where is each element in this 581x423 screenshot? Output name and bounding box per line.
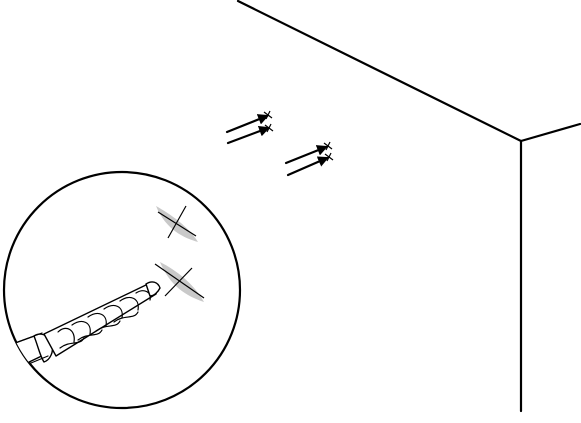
detail-circle-outline (4, 172, 240, 408)
cross-mark-icon (324, 142, 332, 150)
ceiling-edge-right (521, 124, 580, 141)
ceiling-edge-left (238, 1, 521, 141)
drill-mark-lower (155, 262, 204, 302)
drill-bit-icon (0, 282, 160, 376)
wall-corner-lines (238, 1, 580, 411)
cross-mark-icon (325, 153, 333, 161)
arrow-group-right (286, 142, 333, 175)
arrow-group-left (227, 111, 273, 143)
magnifier-circle-icon (0, 172, 240, 408)
drill-mark-upper (156, 206, 198, 242)
